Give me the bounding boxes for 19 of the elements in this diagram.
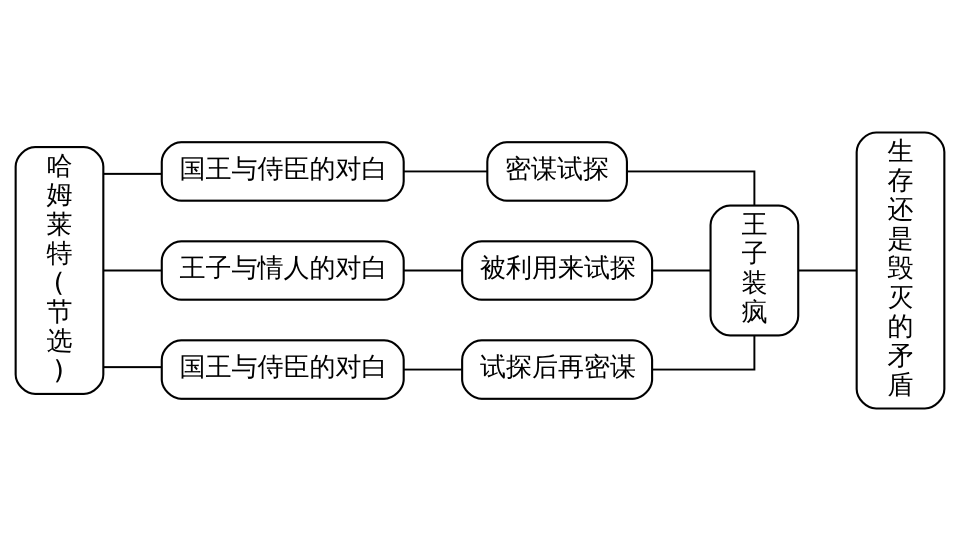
connector	[104, 366, 162, 368]
connector	[652, 269, 710, 271]
node-box: 王子装疯	[710, 204, 800, 336]
connector	[404, 368, 462, 370]
node-box: 密谋试探	[486, 140, 628, 202]
connector	[627, 170, 756, 206]
node-box: 被利用来试探	[461, 240, 654, 300]
node-box: 国王与侍臣的对白	[160, 140, 405, 202]
connector	[404, 170, 487, 172]
connector	[104, 172, 162, 174]
node-box: 生存还是毁灭的矛盾	[856, 130, 946, 410]
connector	[652, 334, 756, 370]
connector	[798, 269, 856, 271]
connector	[104, 269, 162, 271]
connector	[404, 269, 462, 271]
node-box: 王子与情人的对白	[160, 240, 405, 300]
node-box: 试探后再密谋	[461, 338, 654, 400]
node-box: 国王与侍臣的对白	[160, 338, 405, 400]
node-box: 哈姆莱特(节选)	[14, 146, 104, 394]
